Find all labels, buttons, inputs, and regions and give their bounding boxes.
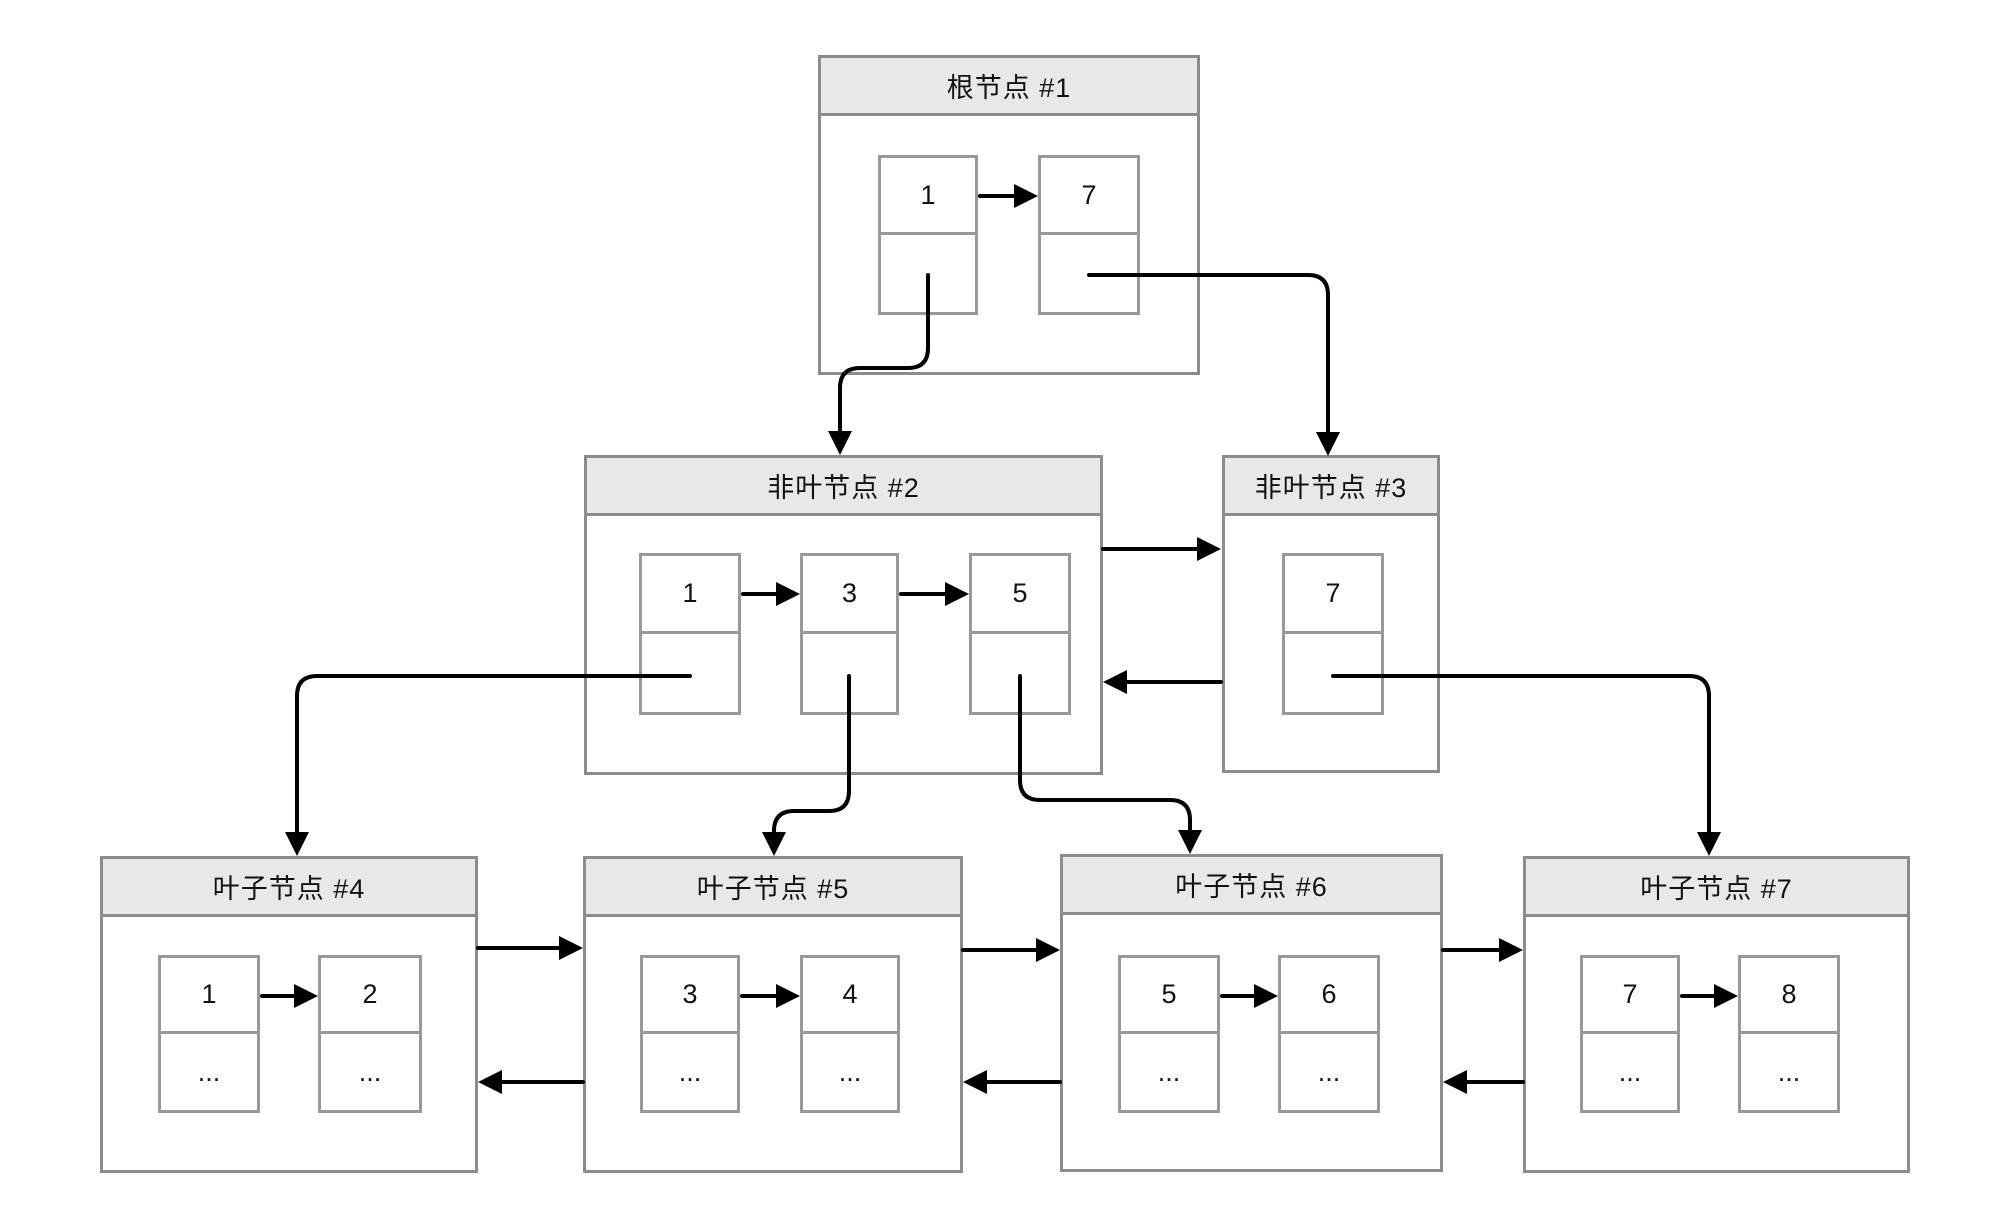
- node-title: 根节点 #1: [821, 58, 1197, 116]
- entry-cell: 1: [639, 553, 741, 715]
- pointer-cell: [972, 634, 1068, 712]
- key-cell: 5: [972, 556, 1068, 634]
- entry-cell: 1: [878, 155, 978, 315]
- entry-cell: 7: [1038, 155, 1140, 315]
- entry-cell: 4 ...: [800, 955, 900, 1113]
- pointer-cell: [1285, 634, 1381, 712]
- key-cell: 7: [1041, 158, 1137, 235]
- value-cell: ...: [1157, 1056, 1181, 1087]
- key-cell: 7: [1583, 958, 1677, 1034]
- value-cell: ...: [678, 1056, 702, 1087]
- node-root-1: 根节点 #1 1 7: [818, 55, 1200, 375]
- entry-cell: 5: [969, 553, 1071, 715]
- node-internal-2: 非叶节点 #2 1 3 5: [584, 455, 1103, 775]
- node-leaf-5: 叶子节点 #5 3 ... 4 ...: [583, 856, 963, 1173]
- node-title: 叶子节点 #7: [1526, 859, 1907, 917]
- value-cell: ...: [1317, 1056, 1341, 1087]
- node-leaf-7: 叶子节点 #7 7 ... 8 ...: [1523, 856, 1910, 1173]
- pointer-cell: [1041, 235, 1137, 312]
- node-title: 叶子节点 #6: [1063, 857, 1440, 915]
- key-cell: 5: [1121, 958, 1217, 1034]
- entry-cell: 3: [800, 553, 899, 715]
- pointer-cell: [881, 235, 975, 312]
- value-cell: ...: [1618, 1056, 1642, 1087]
- entry-cell: 8 ...: [1738, 955, 1840, 1113]
- key-cell: 1: [881, 158, 975, 235]
- pointer-cell: [642, 634, 738, 712]
- entry-cell: 6 ...: [1278, 955, 1380, 1113]
- key-cell: 1: [642, 556, 738, 634]
- node-internal-3: 非叶节点 #3 7: [1222, 455, 1440, 773]
- key-cell: 4: [803, 958, 897, 1034]
- key-cell: 6: [1281, 958, 1377, 1034]
- entry-cell: 1 ...: [158, 955, 260, 1113]
- value-cell: ...: [358, 1056, 382, 1087]
- value-cell: ...: [838, 1056, 862, 1087]
- entry-cell: 7 ...: [1580, 955, 1680, 1113]
- entry-cell: 7: [1282, 553, 1384, 715]
- entry-cell: 2 ...: [318, 955, 422, 1113]
- key-cell: 1: [161, 958, 257, 1034]
- pointer-cell: [803, 634, 896, 712]
- node-title: 叶子节点 #5: [586, 859, 960, 917]
- key-cell: 8: [1741, 958, 1837, 1034]
- node-title: 叶子节点 #4: [103, 859, 475, 917]
- value-cell: ...: [197, 1056, 221, 1087]
- node-title: 非叶节点 #3: [1225, 458, 1437, 516]
- key-cell: 3: [803, 556, 896, 634]
- key-cell: 3: [643, 958, 737, 1034]
- entry-cell: 3 ...: [640, 955, 740, 1113]
- node-leaf-4: 叶子节点 #4 1 ... 2 ...: [100, 856, 478, 1173]
- value-cell: ...: [1777, 1056, 1801, 1087]
- key-cell: 2: [321, 958, 419, 1034]
- key-cell: 7: [1285, 556, 1381, 634]
- node-title: 非叶节点 #2: [587, 458, 1100, 516]
- node-leaf-6: 叶子节点 #6 5 ... 6 ...: [1060, 854, 1443, 1172]
- entry-cell: 5 ...: [1118, 955, 1220, 1113]
